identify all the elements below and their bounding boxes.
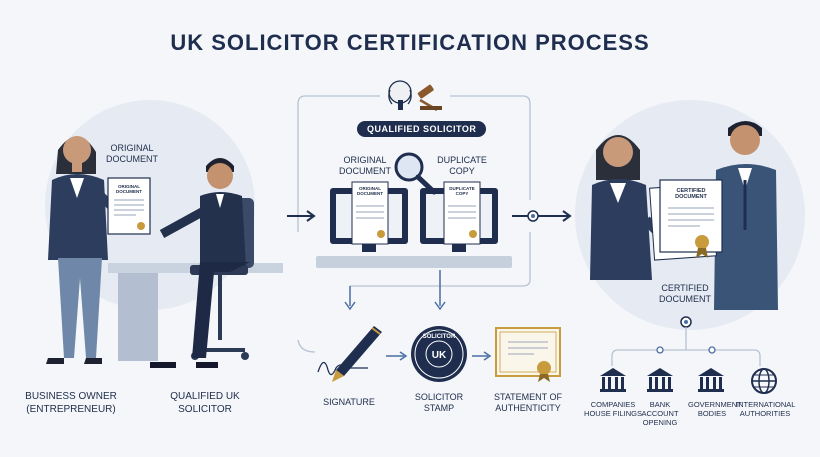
- qualified-solicitor-badge: QUALIFIED SOLICITOR: [357, 121, 487, 137]
- signature-scribble: [317, 361, 368, 376]
- certified-document-held: [649, 179, 723, 261]
- stamp-text-top: SOLICITOR: [423, 334, 456, 340]
- arrow-signature-to-stamp: [386, 351, 408, 361]
- statement-label: STATEMENT OF AUTHENTICITY: [493, 392, 562, 413]
- duplicate-doc-inner-text: DUPLICATE COPY: [449, 186, 475, 196]
- center-original-label: ORIGINAL DOCUMENT: [339, 155, 391, 176]
- business-owner-figure: [46, 136, 124, 364]
- use-label-international: INTERNATIONAL AUTHORITIES: [736, 400, 796, 418]
- pen-icon: [332, 326, 382, 382]
- left-doc-inner-text: ORIGINAL DOCUMENT: [116, 184, 142, 194]
- page-title: UK SOLICITOR CERTIFICATION PROCESS: [170, 30, 650, 55]
- arrow-stamp-to-statement: [472, 351, 492, 361]
- center-desk: [316, 256, 512, 268]
- flow-line-right: [450, 95, 531, 200]
- flow-line-left: [297, 95, 380, 232]
- certified-doc-inner-text: CERTIFIED DOCUMENT: [675, 188, 707, 200]
- use-label-companies-house: COMPANIES HOUSE FILINGS: [584, 400, 642, 418]
- globe-icon: [751, 368, 777, 394]
- original-monitor: [330, 181, 408, 252]
- bank-icon: [600, 368, 626, 392]
- bank-icon: [647, 368, 673, 392]
- business-owner-label: BUSINESS OWNER (ENTREPRENEUR): [25, 391, 117, 415]
- desk-side: [118, 273, 158, 361]
- arrow-left-to-center: [287, 210, 316, 222]
- use-label-bank-account: BANK ACCOUNT OPENING: [641, 400, 679, 427]
- qualified-solicitor-label: QUALIFIED UK SOLICITOR: [170, 391, 240, 415]
- solicitor-stamp-icon: SOLICITOR UK: [411, 326, 467, 382]
- original-document-label: ORIGINAL DOCUMENT: [106, 143, 158, 164]
- flow-line-bottom: [350, 232, 531, 287]
- solicitor-stamp-label: SOLICITOR STAMP: [414, 392, 464, 413]
- judge-gavel-icon: [388, 80, 442, 112]
- use-label-government: GOVERNMENT BODIES: [688, 400, 742, 418]
- stamp-text-mid: UK: [432, 350, 447, 361]
- qualified-solicitor-figure: [150, 158, 250, 368]
- signature-label: SIGNATURE: [323, 397, 375, 407]
- original-doc-inner-text: ORIGINAL DOCUMENT: [357, 186, 383, 196]
- bank-icon: [698, 368, 724, 392]
- certified-document-label: CERTIFIED DOCUMENT: [659, 283, 711, 304]
- original-document-held: [107, 177, 151, 235]
- certificate-icon: [495, 327, 561, 382]
- center-duplicate-label: DUPLICATE COPY: [437, 155, 487, 176]
- magnifier-icon: [394, 152, 437, 195]
- uses-tree: [611, 316, 761, 366]
- duplicate-monitor: [420, 181, 498, 252]
- arrow-center-to-right: [512, 210, 572, 222]
